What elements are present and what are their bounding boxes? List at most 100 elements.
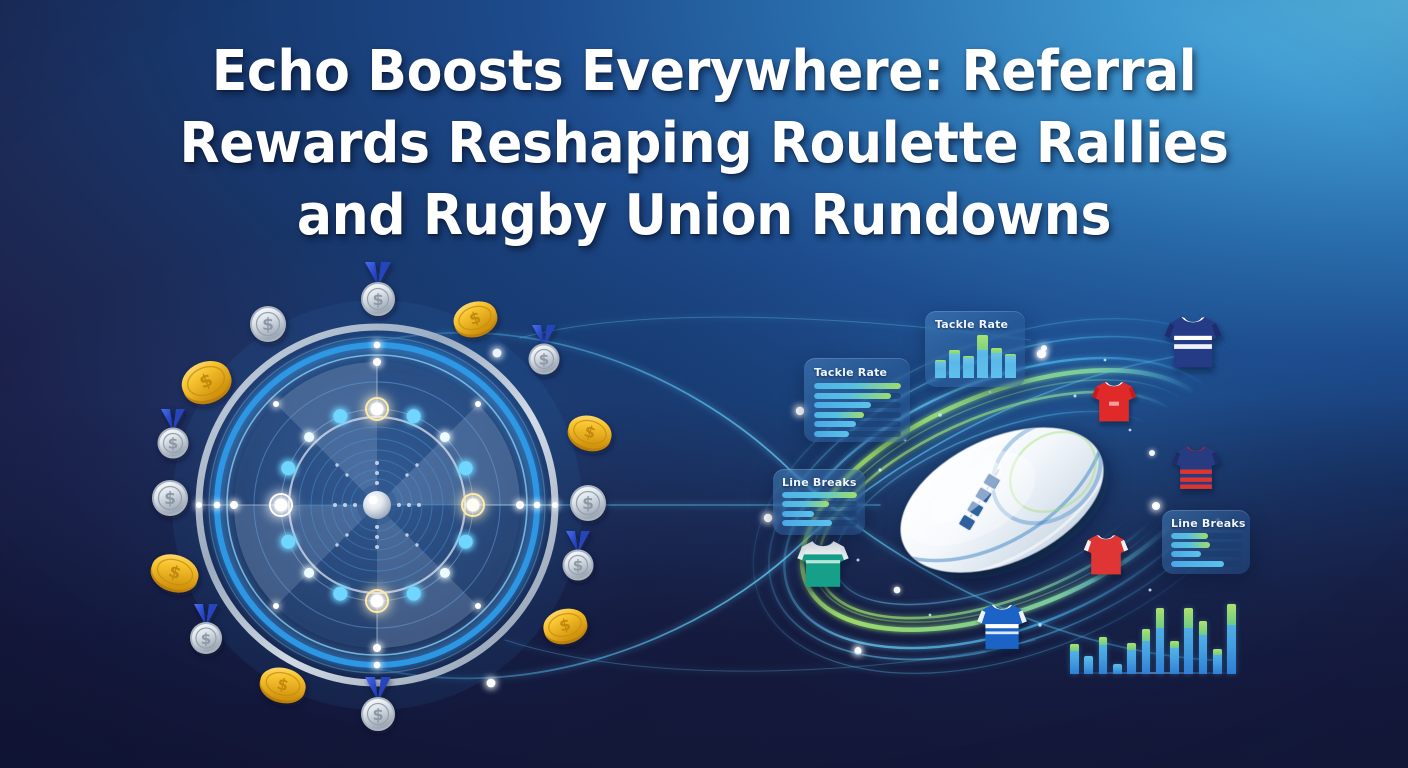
svg-text:$: $ xyxy=(372,290,383,309)
gold-coin: $ xyxy=(453,301,498,338)
card-vertical-bars xyxy=(935,335,1016,378)
bar-row xyxy=(1171,542,1242,549)
bar-row xyxy=(814,421,901,428)
card-title: Tackle Rate xyxy=(935,318,1008,331)
svg-text:$: $ xyxy=(262,315,274,335)
jersey-white-teal xyxy=(797,541,849,587)
bar-row-fill xyxy=(814,402,872,409)
svg-text:$: $ xyxy=(467,307,483,329)
bar-cap xyxy=(976,335,989,350)
jersey-red-white xyxy=(1083,534,1129,575)
bar-row xyxy=(782,501,857,508)
card-line-breaks-left[interactable]: Line Breaks xyxy=(773,469,865,535)
bar-row xyxy=(782,492,857,498)
vertical-bar xyxy=(1155,608,1165,674)
gold-coin: $ xyxy=(150,554,199,593)
bar-cap xyxy=(990,347,1003,353)
performance-bar-chart xyxy=(1070,592,1236,674)
bar-row xyxy=(1171,533,1242,539)
bar-cap xyxy=(1070,644,1079,651)
vertical-bar xyxy=(962,355,975,378)
bar-row-fill xyxy=(1171,533,1208,539)
bar-row-fill xyxy=(782,520,832,527)
bar-cap xyxy=(1213,649,1222,655)
vertical-bar xyxy=(1004,353,1016,378)
bar-cap xyxy=(935,359,947,362)
svg-text:$: $ xyxy=(582,421,598,442)
svg-text:$: $ xyxy=(275,674,290,695)
bar-cap xyxy=(1098,637,1108,646)
bar-row-fill xyxy=(1171,551,1201,558)
card-title: Tackle Rate xyxy=(814,366,887,379)
bar-cap xyxy=(1184,608,1194,629)
vertical-bar xyxy=(1184,608,1194,674)
vertical-bar xyxy=(1070,644,1079,674)
svg-text:$: $ xyxy=(557,614,572,635)
card-tackle-rate-chart[interactable]: Tackle Rate xyxy=(925,311,1025,387)
vertical-bar xyxy=(1198,620,1208,674)
bar-row xyxy=(782,520,857,527)
svg-text:$: $ xyxy=(573,557,583,575)
svg-text:$: $ xyxy=(201,630,211,648)
svg-text:$: $ xyxy=(372,705,383,724)
vertical-bar xyxy=(1227,604,1236,674)
bar-row xyxy=(814,430,901,437)
bar-cap xyxy=(962,355,975,358)
bar-row xyxy=(814,411,901,418)
bar-row xyxy=(814,392,901,399)
chart-baseline xyxy=(1070,672,1236,674)
vertical-bar xyxy=(1112,664,1122,674)
card-bar-rows xyxy=(1171,533,1242,570)
card-bar-rows xyxy=(782,492,857,530)
vertical-bar xyxy=(1170,641,1179,674)
card-title: Line Breaks xyxy=(782,476,857,489)
bar-row-fill xyxy=(782,510,814,517)
jersey-navy-red-hoops xyxy=(1172,446,1220,489)
reward-medal: $ xyxy=(528,325,560,375)
reward-medal: $ xyxy=(562,531,594,581)
vertical-bar xyxy=(948,349,961,378)
bar-cap xyxy=(1227,604,1236,626)
bar-row-fill xyxy=(814,383,901,389)
svg-text:$: $ xyxy=(539,351,549,369)
bar-cap xyxy=(948,349,961,355)
bar-row-fill xyxy=(814,411,864,418)
bar-cap xyxy=(1170,641,1179,649)
card-line-breaks-right[interactable]: Line Breaks xyxy=(1162,510,1250,574)
gold-coin: $ xyxy=(181,361,232,405)
reward-medal: $ xyxy=(157,409,189,459)
bar-row xyxy=(1171,551,1242,558)
silver-coin: $ xyxy=(250,306,286,342)
svg-text:$: $ xyxy=(582,494,594,514)
vertical-bar xyxy=(935,359,947,378)
gold-coin: $ xyxy=(567,415,612,452)
jersey-red xyxy=(1091,381,1137,422)
bar-row-fill xyxy=(814,430,849,437)
bar-row-fill xyxy=(814,421,856,428)
bar-row-fill xyxy=(1171,542,1211,549)
svg-text:$: $ xyxy=(166,562,183,585)
bar-row-fill xyxy=(782,501,829,508)
vertical-bar xyxy=(976,335,989,378)
bar-row-fill xyxy=(782,492,857,498)
card-tackle-rate-list[interactable]: Tackle Rate xyxy=(804,358,910,442)
title-line-3: and Rugby Union Rundowns xyxy=(296,183,1112,248)
bar-cap xyxy=(1004,353,1016,357)
card-bar-rows xyxy=(814,383,901,441)
vertical-bar xyxy=(1141,628,1151,674)
bar-cap xyxy=(1127,642,1136,650)
vertical-bar xyxy=(1084,655,1093,674)
page-title: Echo Boosts Everywhere: Referral Rewards… xyxy=(0,36,1408,252)
bar-row-fill xyxy=(1171,560,1225,567)
vertical-bar xyxy=(1213,649,1222,674)
gold-coin: $ xyxy=(543,608,588,645)
reward-medal: $ xyxy=(361,262,395,316)
jersey-navy-white-hoops xyxy=(1164,316,1222,368)
